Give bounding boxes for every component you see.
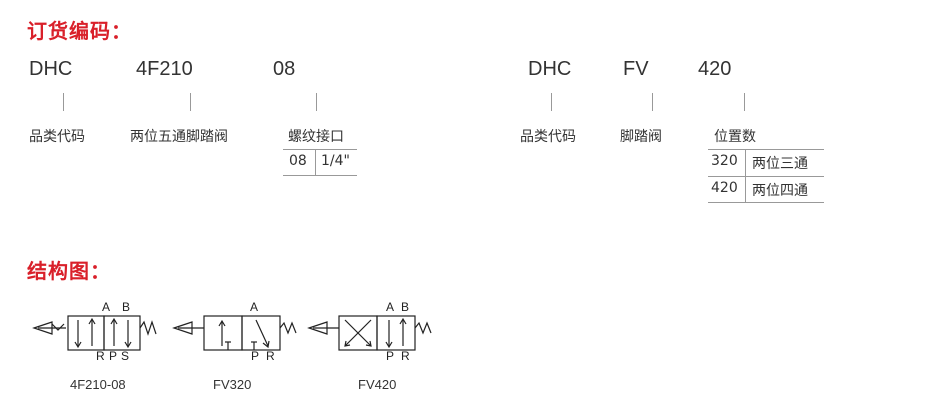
label-category-right: 品类代码 <box>520 129 576 145</box>
code-foot-valve: FV <box>623 58 649 80</box>
thread-code-cell: 08 <box>289 153 307 169</box>
code-category: DHC <box>29 58 73 80</box>
code-model: 4F210 <box>136 58 193 80</box>
valve-symbol-fv320: A P R <box>172 300 297 360</box>
port-label-b: B <box>122 300 130 314</box>
structure-heading: 结构图： <box>27 259 111 283</box>
divider-tick <box>551 93 552 111</box>
divider-tick <box>652 93 653 111</box>
divider-tick <box>63 93 64 111</box>
port-label-r: R <box>96 349 105 360</box>
valve-symbol-4f210: A B R P S <box>32 300 157 360</box>
code-positions: 420 <box>698 58 732 80</box>
position-desc-cell: 两位四通 <box>752 183 808 199</box>
table-rule <box>708 149 824 150</box>
divider-tick <box>744 93 745 111</box>
label-category: 品类代码 <box>29 129 85 145</box>
divider-tick <box>316 93 317 111</box>
table-rule <box>708 202 824 203</box>
divider-tick <box>190 93 191 111</box>
port-label-p: P <box>386 349 394 360</box>
code-category-right: DHC <box>528 58 572 80</box>
table-rule <box>283 175 357 176</box>
valve-symbol-fv420: A B P R <box>307 300 432 360</box>
position-desc-cell: 两位三通 <box>752 156 808 172</box>
position-code-cell: 320 <box>711 153 738 169</box>
port-label-s: S <box>121 349 129 360</box>
port-label-a: A <box>386 300 394 314</box>
order-code-heading: 订货编码： <box>27 19 132 43</box>
port-label-r: R <box>401 349 410 360</box>
port-label-a: A <box>250 300 258 314</box>
port-label-p: P <box>251 349 259 360</box>
port-label-a: A <box>102 300 110 314</box>
label-positions: 位置数 <box>714 129 756 145</box>
code-thread: 08 <box>273 58 296 80</box>
position-code-cell: 420 <box>711 180 738 196</box>
label-model: 两位五通脚踏阀 <box>130 129 228 145</box>
caption-4f210: 4F210-08 <box>70 377 126 392</box>
port-label-p: P <box>109 349 117 360</box>
caption-fv420: FV420 <box>358 377 397 392</box>
caption-fv320: FV320 <box>213 377 252 392</box>
table-rule <box>283 149 357 150</box>
label-foot-valve: 脚踏阀 <box>620 129 662 145</box>
port-label-b: B <box>401 300 409 314</box>
thread-size-cell: 1/4" <box>321 153 350 169</box>
table-divider <box>315 149 316 175</box>
label-thread: 螺纹接口 <box>288 129 344 145</box>
table-rule <box>708 176 824 177</box>
port-label-r: R <box>266 349 275 360</box>
